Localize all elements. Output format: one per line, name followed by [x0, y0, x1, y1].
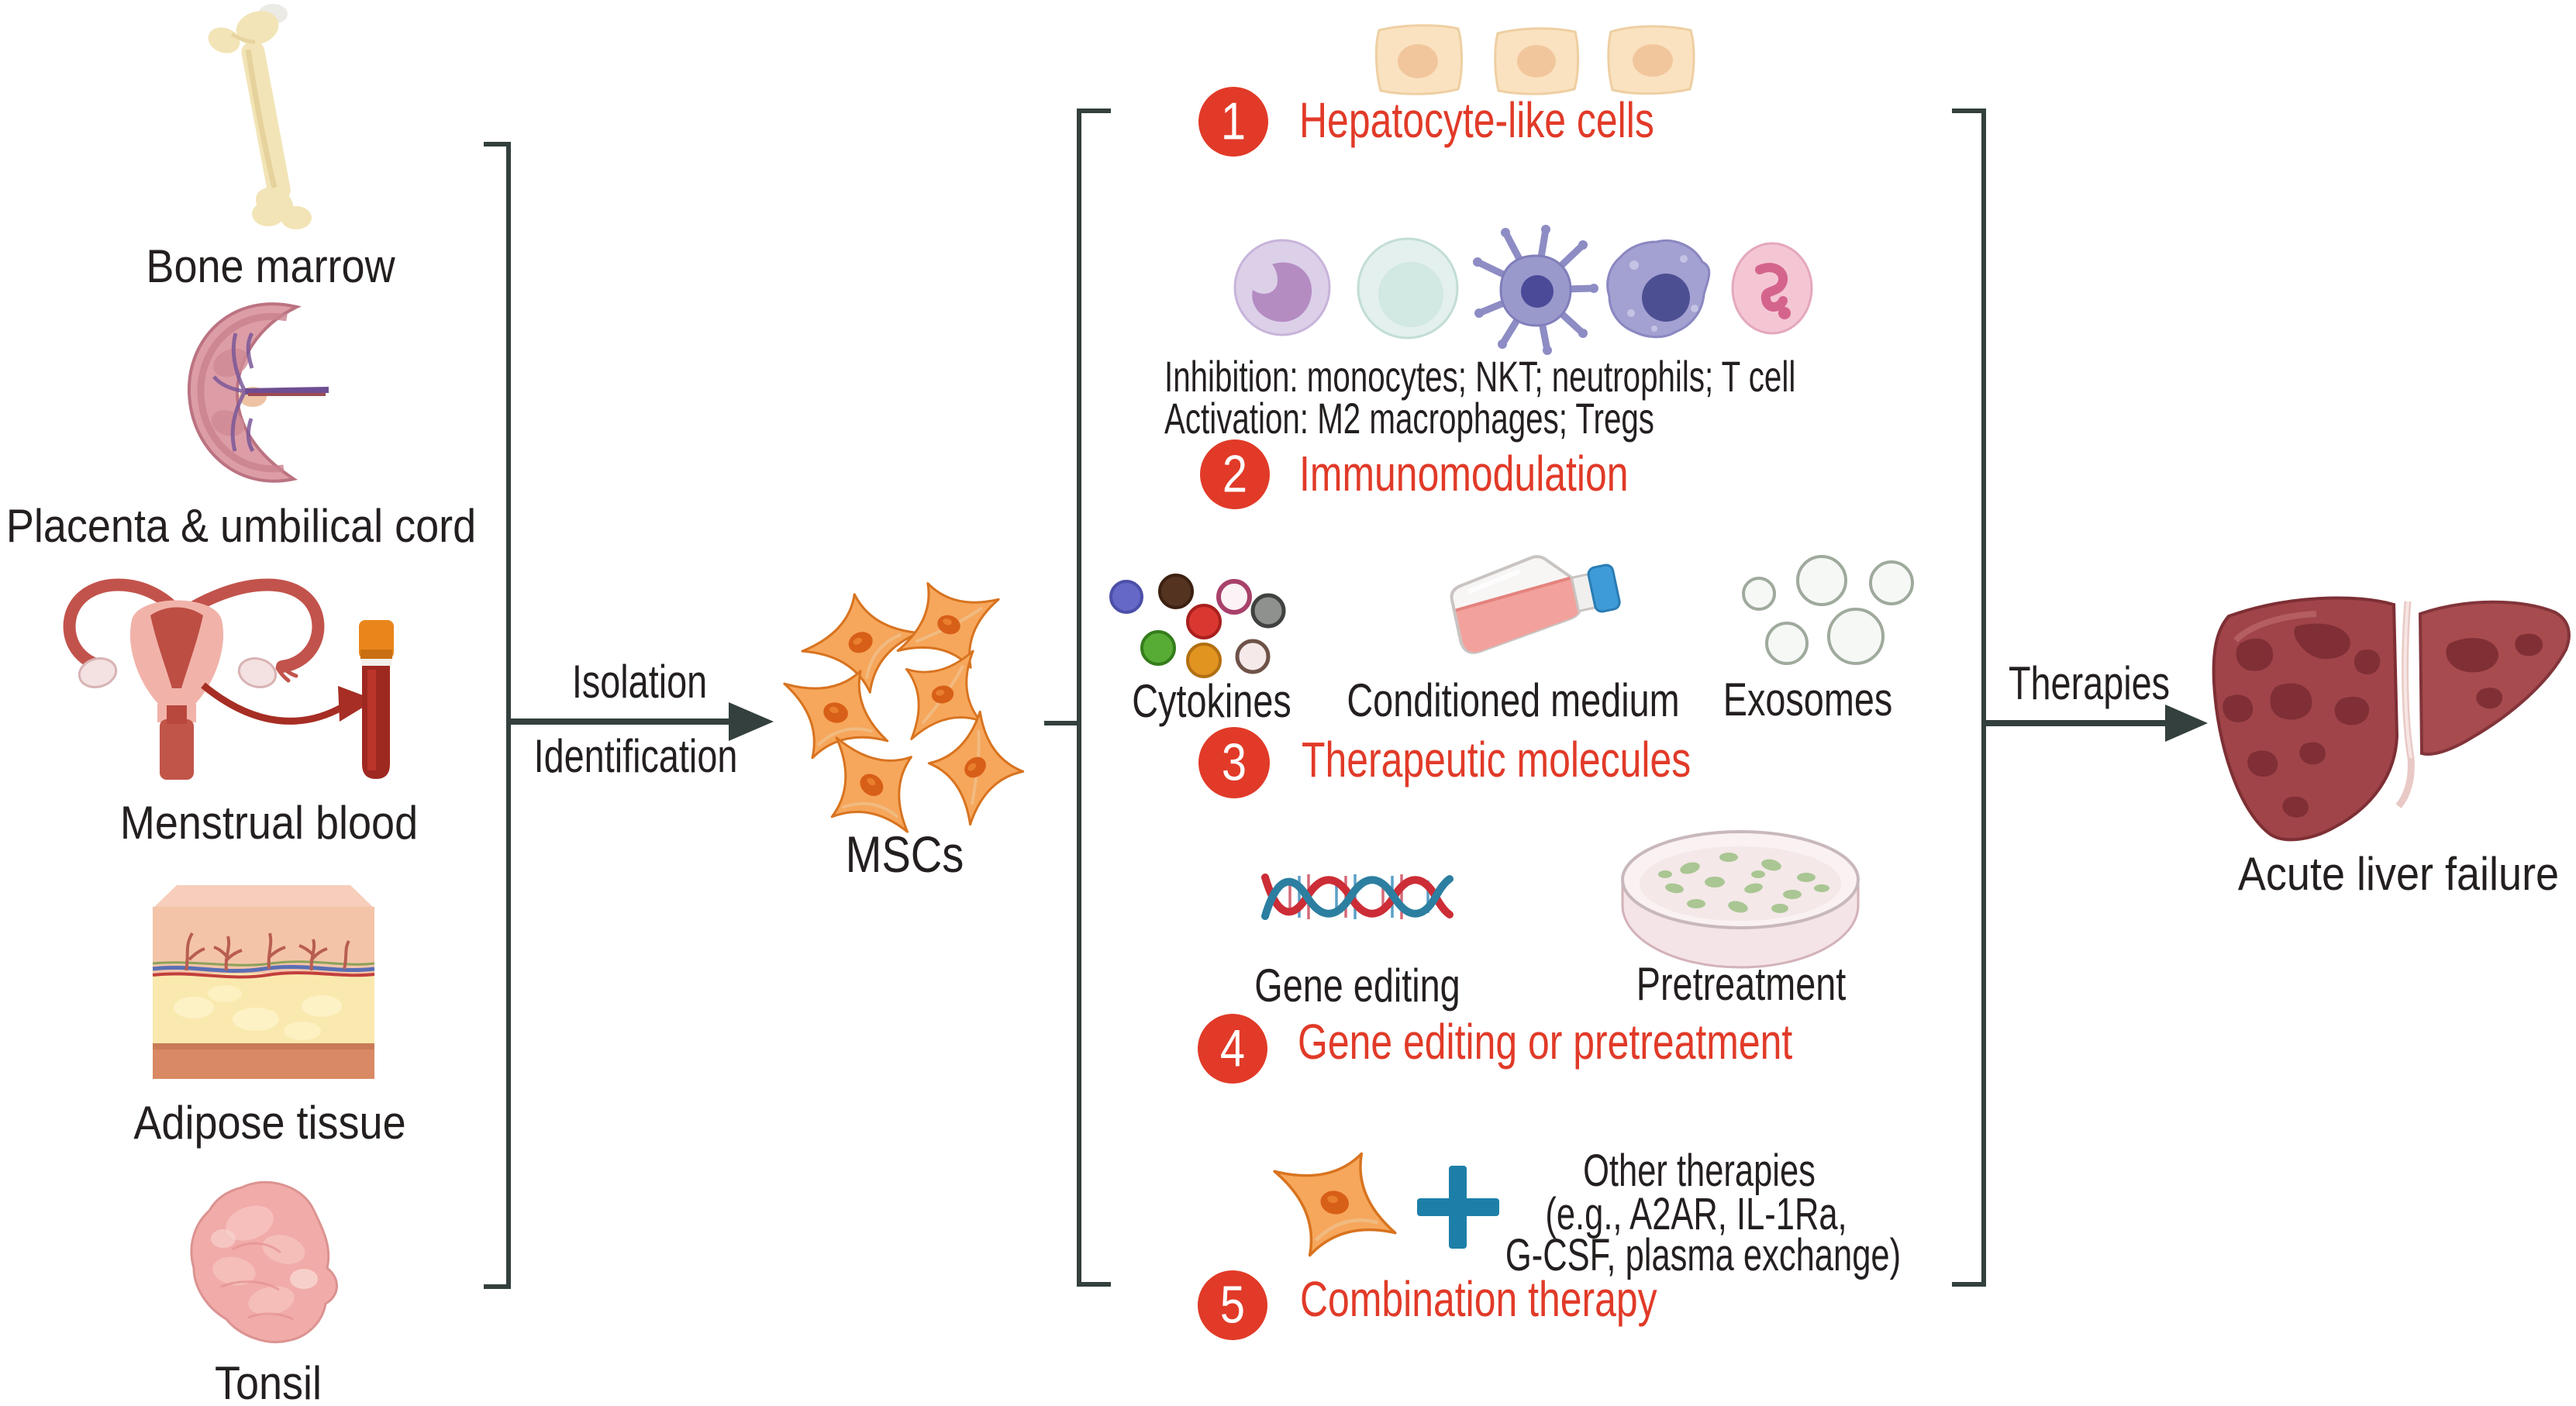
- isolation-arrow: [510, 702, 774, 741]
- tonsil-icon: [190, 1180, 338, 1344]
- macrophage-icon: [1606, 240, 1711, 339]
- title-combination-therapy: Combination therapy: [1300, 1271, 1657, 1327]
- dendritic-cell-icon: [1473, 225, 1598, 355]
- mechanisms-bracket-left: [1077, 109, 1111, 1287]
- bone-icon: [208, 4, 312, 229]
- uterus-icon: [63, 578, 325, 780]
- monocyte-icon: [1233, 239, 1331, 336]
- text-other-therapies-line1: Other therapies: [1583, 1146, 1816, 1196]
- text-other-therapies-line2: (e.g., A2AR, IL-1Ra,: [1545, 1189, 1847, 1239]
- caption-exosomes: Exosomes: [1723, 674, 1893, 725]
- liver-icon: [2212, 596, 2571, 842]
- caption-conditioned-medium: Conditioned medium: [1347, 674, 1680, 726]
- step-5-number: 5: [1219, 1275, 1246, 1335]
- therapies-arrow: [1986, 705, 2208, 742]
- exosomes-icon: [1742, 555, 1914, 665]
- title-gene-editing-or-pretreatment: Gene editing or pretreatment: [1298, 1014, 1793, 1070]
- msc-cluster-icon: [767, 573, 1033, 861]
- step-4-circle: [1198, 1014, 1267, 1084]
- text-inhibition-line: Inhibition: monocytes; NKT; neutrophils;…: [1164, 352, 1796, 401]
- cytokines-icon: [1109, 574, 1286, 678]
- hepatocyte-like-cells-icon: [1374, 24, 1695, 95]
- dna-helix-icon: [1261, 874, 1454, 920]
- placenta-icon: [187, 302, 329, 483]
- blood-tube-icon: [359, 620, 394, 779]
- label-therapies: Therapies: [2008, 657, 2171, 709]
- label-adipose-tissue: Adipose tissue: [133, 1097, 406, 1149]
- step-4-number: 4: [1219, 1018, 1246, 1078]
- caption-gene-editing: Gene editing: [1254, 960, 1460, 1011]
- caption-pretreatment: Pretreatment: [1636, 958, 1847, 1010]
- label-isolation: Isolation: [571, 656, 708, 708]
- text-activation-line: Activation: M2 macrophages; Tregs: [1164, 394, 1654, 443]
- text-other-therapies-line3: G-CSF, plasma exchange): [1505, 1230, 1902, 1280]
- step-1-circle: [1198, 87, 1268, 157]
- treg-cell-icon: [1731, 242, 1813, 335]
- sources-bracket: [484, 142, 511, 1289]
- step-1-number: 1: [1220, 91, 1247, 151]
- caption-cytokines: Cytokines: [1132, 675, 1291, 727]
- menstrual-collection-arrow: [201, 682, 375, 725]
- step-3-circle: [1198, 727, 1270, 798]
- mechanisms-bracket-right: [1952, 109, 1986, 1287]
- title-immunomodulation: Immunomodulation: [1299, 446, 1629, 501]
- label-mscs: MSCs: [845, 825, 964, 883]
- label-bone-marrow: Bone marrow: [146, 240, 395, 292]
- adipose-tissue-icon: [152, 885, 375, 1079]
- label-tonsil: Tonsil: [214, 1357, 322, 1406]
- conditioned-medium-flask-icon: [1450, 555, 1621, 654]
- immune-cells-icon: [1233, 225, 1813, 355]
- nkt-cell-icon: [1357, 237, 1459, 339]
- label-placenta-umbilical-cord: Placenta & umbilical cord: [5, 500, 477, 552]
- step-3-number: 3: [1221, 732, 1247, 792]
- step-circles: [1198, 87, 1270, 1340]
- petri-dish-icon: [1621, 830, 1860, 969]
- plus-icon: [1417, 1166, 1499, 1249]
- label-menstrual-blood: Menstrual blood: [119, 797, 419, 849]
- step-2-circle: [1200, 439, 1270, 509]
- step-2-number: 2: [1222, 444, 1248, 504]
- title-therapeutic-molecules: Therapeutic molecules: [1302, 732, 1691, 787]
- label-identification: Identification: [533, 730, 738, 782]
- label-acute-liver-failure: Acute liver failure: [2237, 848, 2560, 900]
- combination-msc-cell-icon: [1259, 1137, 1410, 1272]
- title-hepatocyte-like-cells: Hepatocyte-like cells: [1299, 92, 1654, 148]
- step-5-circle: [1198, 1270, 1267, 1340]
